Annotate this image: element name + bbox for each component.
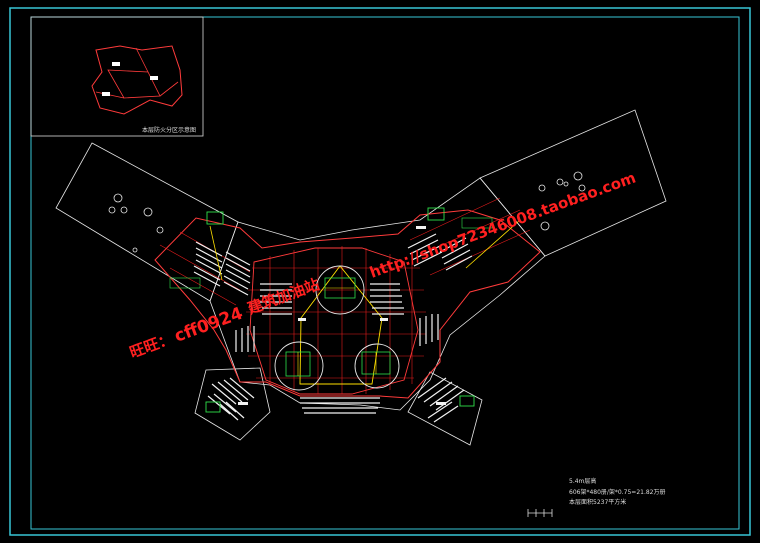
room-label-bars bbox=[238, 226, 446, 405]
note-floor-height: 5.4m层高 bbox=[569, 477, 596, 485]
note-book-capacity: 606架*480册/架*0.75=21.82万册 bbox=[569, 488, 666, 496]
core-east bbox=[354, 343, 400, 389]
key-plan-caption: 本层防火分区示意图 bbox=[142, 126, 196, 134]
scale-bar bbox=[527, 509, 553, 517]
watermark-wangwang: 旺旺： bbox=[127, 329, 175, 361]
key-plan-inset: 本层防火分区示意图 bbox=[30, 16, 204, 137]
watermark-handle: cff0924 bbox=[172, 304, 246, 347]
central-triangle bbox=[299, 265, 383, 385]
sheet-frame bbox=[9, 7, 751, 536]
stair-elements bbox=[169, 207, 521, 413]
wing-columns bbox=[108, 171, 586, 253]
core-west bbox=[274, 341, 324, 391]
watermark-studio: 建筑加油站 bbox=[245, 275, 322, 318]
fire-zone-outline bbox=[154, 209, 541, 399]
note-floor-area: 本层面积5237平方米 bbox=[569, 498, 626, 506]
drawing-notes: 5.4m层高 606架*480册/架*0.75=21.82万册 本层面积5237… bbox=[527, 477, 666, 517]
watermarks: 旺旺： cff0924 建筑加油站 http://shop72346008.ta… bbox=[127, 168, 638, 361]
core-north bbox=[315, 265, 365, 315]
bookshelves bbox=[193, 233, 473, 423]
vertical-cores bbox=[274, 265, 400, 391]
